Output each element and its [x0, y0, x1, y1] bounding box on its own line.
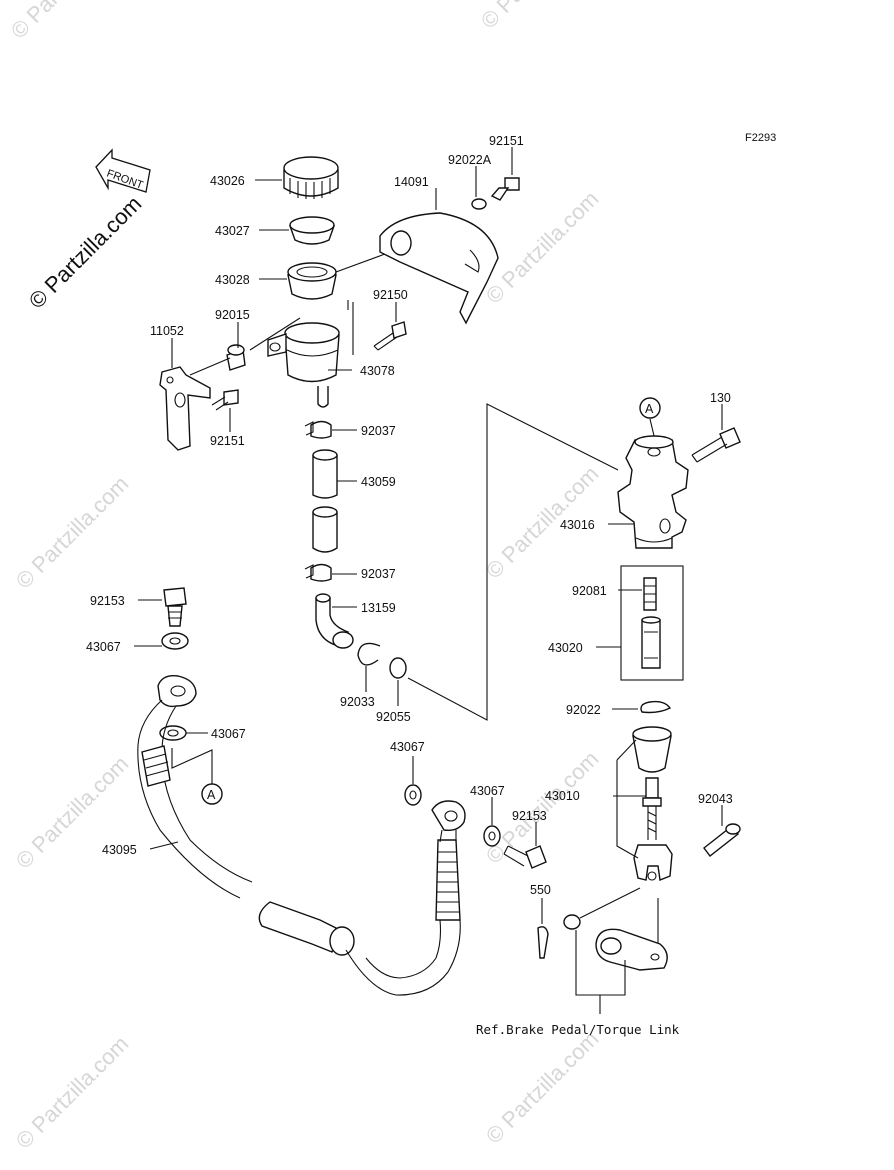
label-43067-b: 43067 — [211, 727, 246, 741]
label-92022A: 92022A — [448, 153, 492, 167]
watermark: © Partzilla.com — [476, 0, 599, 34]
label-43067-d: 43067 — [470, 784, 505, 798]
piston-part — [641, 616, 661, 669]
label-92151-left: 92151 — [210, 434, 245, 448]
watermark: © Partzilla.com — [481, 1026, 604, 1149]
reservoir-cap-part — [283, 156, 339, 199]
label-92055: 92055 — [376, 710, 411, 724]
screw-part — [373, 321, 407, 351]
label-43026: 43026 — [210, 174, 245, 188]
label-11052: 11052 — [150, 324, 184, 338]
callout-letter: A — [645, 402, 654, 416]
circlip-part — [357, 642, 381, 666]
figure-code: F2293 — [745, 132, 776, 144]
diaphragm-part — [287, 262, 337, 300]
bolt-part — [490, 177, 520, 201]
collar-part — [226, 344, 246, 371]
label-43027: 43027 — [215, 224, 250, 238]
circlip-part — [640, 700, 672, 714]
label-130: 130 — [710, 391, 731, 405]
label-43020: 43020 — [548, 641, 583, 655]
bolt-part — [211, 389, 239, 411]
label-92153-right: 92153 — [512, 809, 547, 823]
label-92022: 92022 — [566, 703, 601, 717]
label-43067-c: 43067 — [390, 740, 425, 754]
bolt-part — [691, 427, 741, 463]
o-ring-part — [389, 657, 407, 679]
reference-note: Ref.Brake Pedal/Torque Link — [476, 1022, 680, 1037]
watermark: © Partzilla.com — [6, 0, 129, 44]
reservoir-hose-part — [312, 449, 338, 553]
washer-part — [563, 914, 581, 930]
label-92151-top: 92151 — [489, 134, 524, 148]
hose-clamp-part — [304, 563, 332, 582]
banjo-bolt-part — [163, 587, 187, 627]
label-43059: 43059 — [361, 475, 396, 489]
piston-kit-box — [620, 565, 684, 681]
cup-part — [643, 577, 657, 611]
label-13159: 13159 — [361, 601, 396, 615]
label-43028: 43028 — [215, 273, 250, 287]
banjo-bolt-part — [503, 845, 547, 869]
label-92015: 92015 — [215, 308, 250, 322]
label-43016: 43016 — [560, 518, 595, 532]
callout-letter: A — [207, 788, 216, 802]
washer-part — [161, 632, 189, 650]
master-cylinder-part — [617, 435, 689, 549]
clevis-pin-part — [703, 823, 741, 857]
reservoir-cover-part — [379, 212, 499, 325]
label-92043: 92043 — [698, 792, 733, 806]
watermark: © Partzilla.com — [11, 471, 134, 594]
label-92037-bottom: 92037 — [361, 567, 396, 581]
label-43067-a: 43067 — [86, 640, 121, 654]
washer-part — [404, 784, 422, 806]
label-550: 550 — [530, 883, 551, 897]
callout-a-bottom: A — [201, 783, 223, 805]
elbow-fitting-part — [315, 593, 354, 649]
label-43078: 43078 — [360, 364, 395, 378]
label-92037-top: 92037 — [361, 424, 396, 438]
label-92033: 92033 — [340, 695, 375, 709]
watermark: © Partzilla.com — [11, 1031, 134, 1154]
watermark: © Partzilla.com — [481, 186, 604, 309]
callout-a-top: A — [639, 397, 661, 419]
front-arrow-icon: FRONT — [95, 148, 151, 193]
torque-link-part — [595, 928, 668, 971]
label-92081: 92081 — [572, 584, 607, 598]
diaphragm-plate-part — [289, 216, 335, 245]
bracket-part — [159, 366, 211, 451]
washer-part — [471, 198, 487, 210]
reservoir-body-part — [267, 322, 340, 408]
push-rod-part — [632, 726, 673, 881]
hose-clamp-part — [304, 420, 332, 439]
brake-hose-part — [137, 675, 466, 996]
label-92153-left: 92153 — [90, 594, 125, 608]
washer-part — [483, 825, 501, 847]
label-43095: 43095 — [102, 843, 137, 857]
label-92150: 92150 — [373, 288, 408, 302]
label-43010: 43010 — [545, 789, 580, 803]
label-14091: 14091 — [394, 175, 429, 189]
brand-label: © Partzilla.com — [24, 191, 147, 314]
cotter-pin-part — [537, 926, 549, 959]
